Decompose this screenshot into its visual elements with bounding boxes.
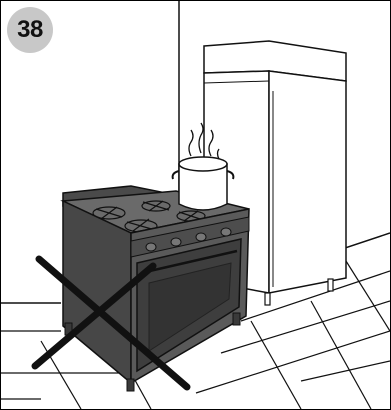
cooking-pot (173, 157, 234, 210)
figure-number-badge: 38 (7, 7, 53, 53)
